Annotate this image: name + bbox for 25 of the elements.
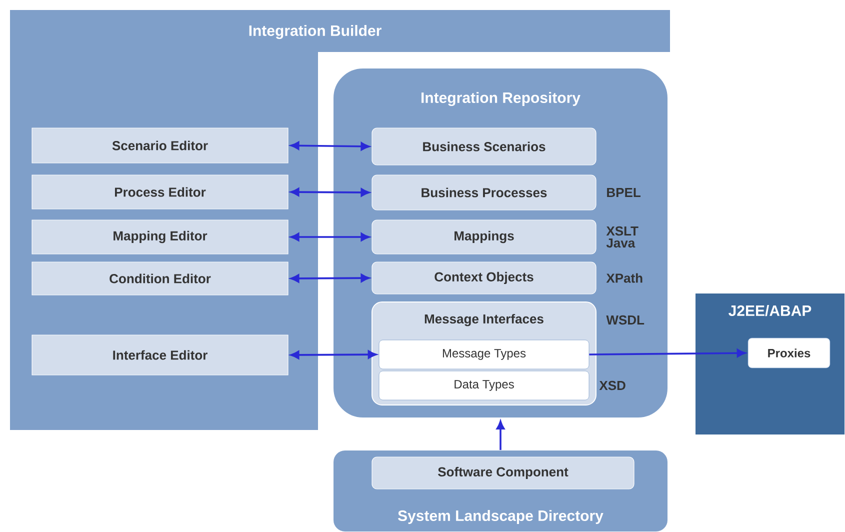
object-box: Mappings [372, 220, 596, 254]
editor-box: Scenario Editor [32, 128, 288, 164]
format-label: XPath [606, 273, 642, 283]
object-box: Software Component [372, 456, 634, 490]
format-label: WSDL [606, 315, 644, 325]
type-box: Data Types [378, 370, 590, 400]
type-box: Message Types [378, 340, 590, 370]
object-box: Business Scenarios [372, 128, 596, 166]
arrow [290, 274, 370, 283]
type-box: Proxies [748, 338, 830, 368]
arrow [290, 232, 370, 242]
editor-box: Interface Editor [32, 334, 288, 376]
arrow [496, 420, 505, 450]
format-label: BPEL [607, 188, 640, 197]
object-box: Context Objects [372, 262, 596, 294]
arrow [290, 350, 377, 360]
editor-box: Mapping Editor [32, 220, 288, 254]
editor-box: Process Editor [32, 174, 288, 210]
arrow [290, 141, 370, 151]
object-box: Business Processes [372, 174, 596, 210]
format-label: XSD [599, 380, 626, 390]
arrow [589, 348, 746, 358]
editor-box: Condition Editor [32, 262, 288, 296]
arrow [290, 188, 370, 197]
format-label: XSLT Java [606, 226, 638, 248]
